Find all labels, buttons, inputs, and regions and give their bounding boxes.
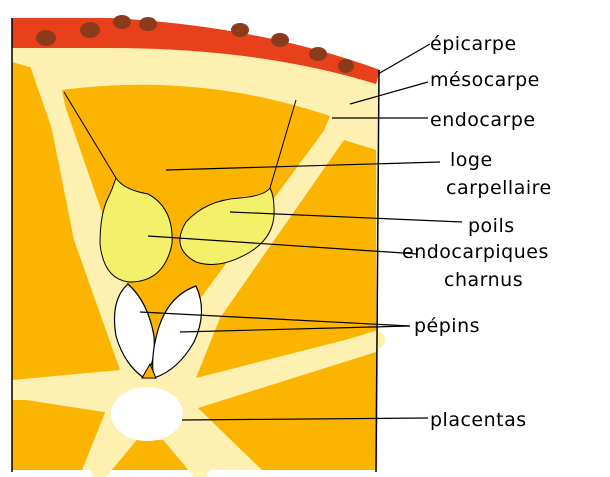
- leader-epicarpe: [378, 44, 430, 74]
- placenta-shape: [111, 387, 183, 441]
- oil-gland: [338, 59, 354, 73]
- label-poils-line2: endocarpiques: [402, 241, 549, 263]
- oil-gland: [271, 33, 289, 47]
- label-loge-line1: loge: [450, 149, 493, 171]
- label-mesocarpe: mésocarpe: [430, 69, 540, 91]
- oil-gland: [231, 23, 249, 37]
- label-loge-line2: carpellaire: [446, 177, 552, 199]
- oil-gland: [36, 30, 56, 46]
- oil-gland: [139, 17, 157, 31]
- label-epicarpe: épicarpe: [430, 33, 517, 55]
- label-placentas: placentas: [430, 409, 527, 431]
- label-endocarpe: endocarpe: [430, 109, 536, 131]
- label-pepins: pépins: [414, 315, 480, 337]
- oil-gland: [309, 47, 327, 61]
- label-poils-line3: charnus: [444, 269, 523, 291]
- oil-gland: [80, 22, 100, 38]
- label-poils-line1: poils: [468, 215, 515, 237]
- oil-gland: [113, 15, 131, 29]
